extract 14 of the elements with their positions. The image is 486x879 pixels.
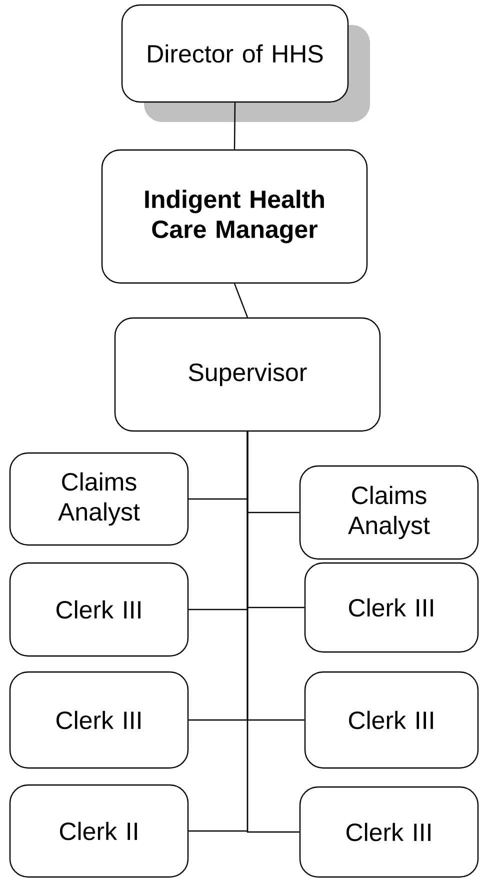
position-box: Clerk III [304, 671, 479, 769]
position-box: Claims Analyst [9, 452, 189, 546]
position-box: Clerk III [9, 562, 189, 657]
position-box: Clerk II [9, 784, 189, 878]
position-box: Clerk III [304, 562, 479, 653]
position-box: Supervisor [114, 317, 381, 432]
position-box: Director of HHS [121, 4, 370, 122]
connector-line [234, 283, 248, 318]
position-box: Claims Analyst [299, 465, 479, 560]
title-box: Indigent Health Care Manager [101, 149, 368, 284]
connector-line [246, 432, 300, 833]
connector-line [234, 102, 236, 150]
position-box: Clerk III [9, 671, 189, 769]
position-box: Clerk III [299, 786, 479, 878]
